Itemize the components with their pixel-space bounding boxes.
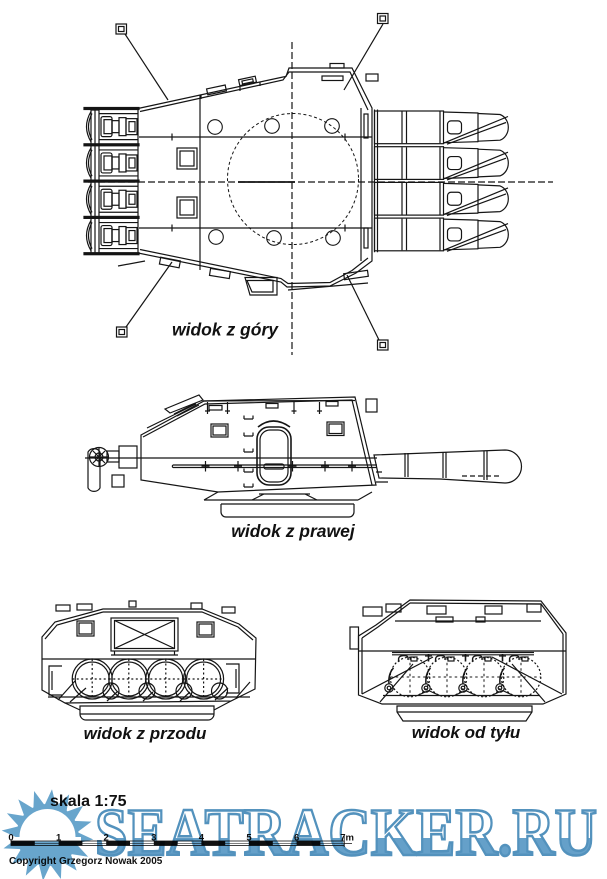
svg-text:widok z przodu: widok z przodu (84, 724, 207, 743)
svg-text:widok z prawej: widok z prawej (231, 521, 356, 541)
svg-text:4: 4 (199, 833, 205, 844)
svg-text:5: 5 (246, 833, 252, 844)
svg-text:SEATRACKER.RU: SEATRACKER.RU (95, 794, 597, 870)
svg-text:widok z góry: widok z góry (172, 320, 279, 340)
svg-text:widok od tyłu: widok od tyłu (412, 723, 521, 742)
svg-text:3: 3 (151, 833, 156, 844)
svg-text:7m: 7m (340, 833, 354, 844)
svg-text:Copyright Grzegorz Nowak 2005: Copyright Grzegorz Nowak 2005 (9, 856, 163, 867)
svg-text:2: 2 (104, 833, 109, 844)
svg-text:6: 6 (294, 833, 299, 844)
svg-text:skala 1:75: skala 1:75 (50, 793, 127, 810)
svg-text:0: 0 (8, 833, 13, 844)
